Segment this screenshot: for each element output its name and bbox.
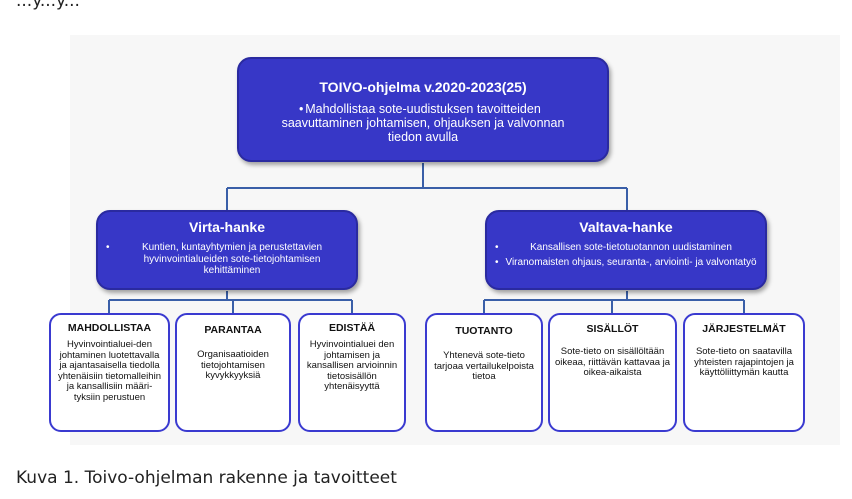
valtava-project-bullet: Kansallisen sote-tietotuotannon uudistam…	[495, 242, 757, 254]
goal-title: PARANTAA	[204, 324, 262, 336]
virta-project-title: Virta-hanke	[189, 219, 265, 235]
toivo-program-bullet: Mahdollistaa sote-uudistuksen tavoitteid…	[257, 102, 589, 144]
goal-title: SISÄLLÖT	[586, 323, 639, 335]
goal-box-tuotanto: TUOTANTO Yhtenevä sote-tieto tarjoaa ver…	[425, 313, 543, 432]
toivo-program-title: TOIVO-ohjelma v.2020-2023(25)	[319, 79, 527, 95]
goal-text: Hyvinvointialuei den johtamisen ja kansa…	[306, 339, 398, 393]
goal-box-edistaa: EDISTÄÄ Hyvinvointialuei den johtamisen …	[298, 313, 406, 432]
goal-text: Sote-tieto on saatavilla yhteisten rajap…	[694, 346, 794, 379]
goal-box-jarjestelmat: JÄRJESTELMÄT Sote-tieto on saatavilla yh…	[683, 313, 805, 432]
goal-text: Organisaatioiden tietojohtamisen kyvykky…	[197, 349, 269, 382]
goal-title: JÄRJESTELMÄT	[702, 323, 786, 335]
goal-title: MAHDOLLISTAA	[67, 322, 152, 334]
goal-text: Hyvinvointialuei-den johtaminen luotetta…	[58, 339, 161, 403]
virta-project-box: Virta-hanke Kuntien, kuntayhtymien ja pe…	[96, 210, 358, 290]
valtava-project-title: Valtava-hanke	[579, 219, 673, 235]
goal-title: EDISTÄÄ	[328, 322, 376, 334]
top-text-fragment: ...y...y...	[16, 0, 80, 11]
goal-text: Yhtenevä sote-tieto tarjoaa vertailukelp…	[434, 350, 534, 383]
toivo-program-box: TOIVO-ohjelma v.2020-2023(25) Mahdollist…	[237, 57, 609, 162]
goal-box-mahdollistaa: MAHDOLLISTAA Hyvinvointialuei-den johtam…	[49, 313, 170, 432]
goal-text: Sote-tieto on sisällöltään oikeaa, riitt…	[554, 346, 671, 379]
goal-box-sisallot: SISÄLLÖT Sote-tieto on sisällöltään oike…	[548, 313, 677, 432]
virta-project-bullet: Kuntien, kuntayhtymien ja perustettavien…	[106, 242, 348, 277]
valtava-project-bullet: Viranomaisten ohjaus, seuranta-, arvioin…	[495, 257, 757, 269]
goal-title: TUOTANTO	[455, 325, 513, 337]
figure-caption: Kuva 1. Toivo-ohjelman rakenne ja tavoit…	[16, 468, 397, 488]
valtava-project-box: Valtava-hanke Kansallisen sote-tietotuot…	[485, 210, 767, 290]
goal-box-parantaa: PARANTAA Organisaatioiden tietojohtamise…	[175, 313, 291, 432]
